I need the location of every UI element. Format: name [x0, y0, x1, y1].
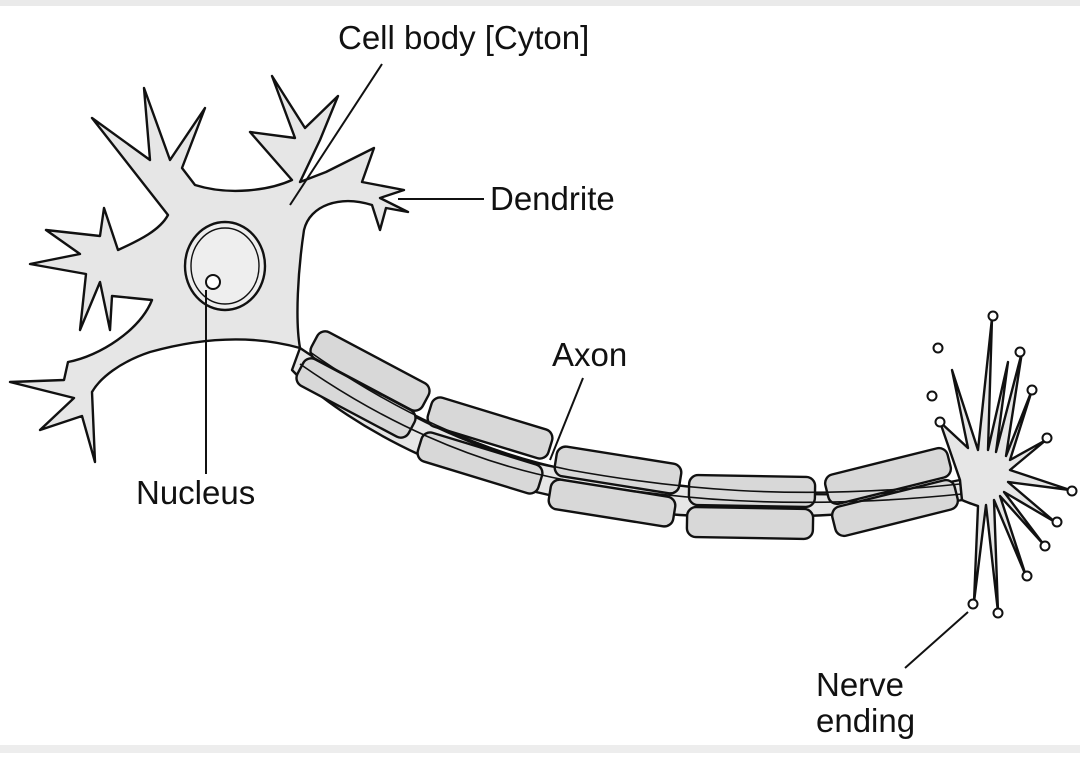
sheath-segment: [830, 478, 960, 538]
leader-lines: [205, 63, 969, 669]
nerve-ending-label-line1: Nerve: [816, 666, 904, 703]
terminal-knob: [987, 310, 999, 322]
axon-inner-line: [299, 363, 963, 504]
terminal-knob: [992, 607, 1004, 619]
nucleolus: [205, 274, 221, 290]
axon-label: Axon: [552, 336, 627, 373]
nucleus-inner-ring: [190, 227, 260, 305]
sheath-segment: [685, 505, 815, 541]
sheath-segment: [823, 446, 953, 506]
terminal-knob: [967, 598, 979, 610]
cell-body-leader: [289, 63, 383, 206]
nerve-ending-leader: [904, 611, 969, 669]
nucleus-label: Nucleus: [136, 474, 255, 511]
terminal-knob: [1051, 516, 1063, 528]
terminal-knob: [1039, 540, 1051, 552]
terminal-knob: [932, 342, 944, 354]
terminal-knob: [1041, 432, 1053, 444]
axon-inner-line: [309, 351, 961, 494]
nerve-ending-label-line2: ending: [816, 702, 915, 739]
nerve-ending: [938, 316, 1072, 614]
neuron-structure: [8, 74, 1078, 619]
cell-body-label: Cell body [Cyton]: [338, 19, 589, 56]
terminal-knob: [1014, 346, 1026, 358]
terminal-knob: [1021, 570, 1033, 582]
sheath-segment: [426, 396, 554, 460]
axon-leader: [549, 377, 584, 461]
terminal-knobs: [926, 310, 1078, 619]
sheath-segment: [295, 357, 417, 439]
dendrite-label: Dendrite: [490, 180, 615, 217]
terminal-knob: [1026, 384, 1038, 396]
terminal-knob: [926, 390, 938, 402]
sheath-segment: [416, 431, 544, 495]
myelin-sheath: [295, 330, 960, 541]
terminal-knob: [1066, 485, 1078, 497]
terminal-knob: [934, 416, 946, 428]
nucleus-outer: [183, 220, 267, 312]
